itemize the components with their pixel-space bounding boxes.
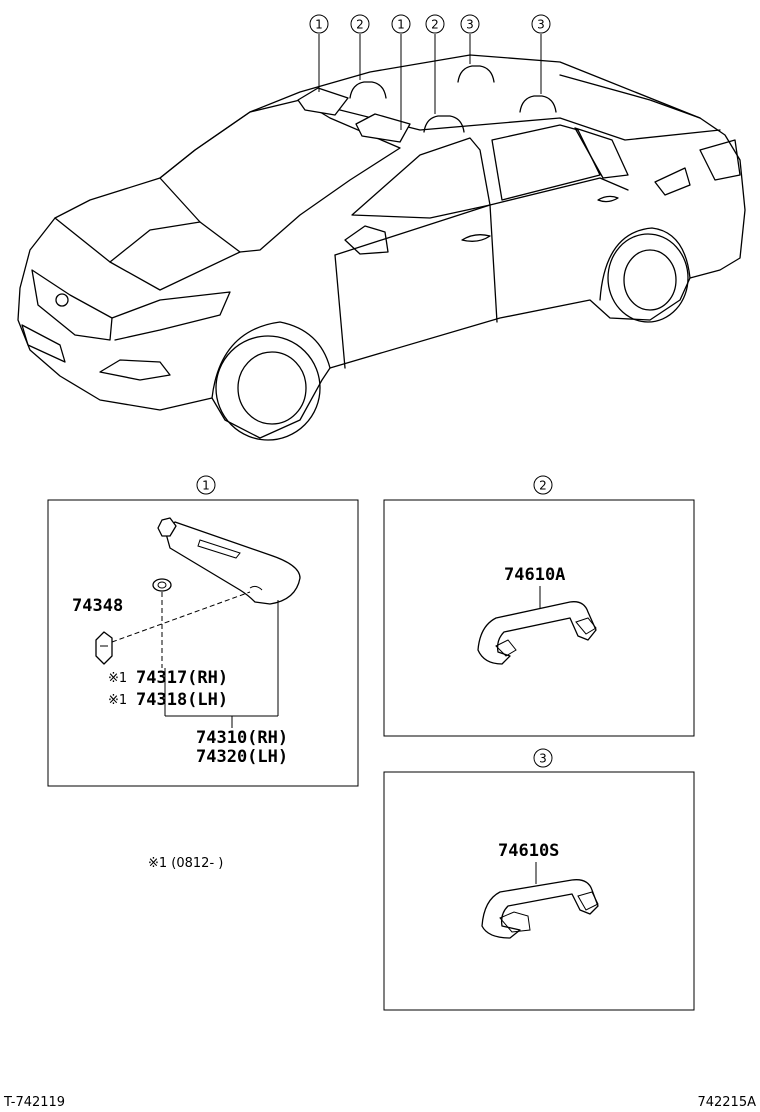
part-number-visor-lh: 74320(LH): [196, 747, 288, 767]
panel-label: 3: [539, 752, 547, 766]
callout-circle: [350, 14, 370, 34]
visor-pivot: [157, 517, 177, 537]
panel-label-circle: [533, 748, 553, 768]
illustration-code-right: 742215A: [697, 1095, 756, 1110]
panel-frame: [47, 499, 359, 787]
sun-visor: [164, 521, 301, 605]
callout-circle: [425, 14, 445, 34]
callout-number: 2: [431, 18, 439, 32]
callout-circle: [531, 14, 551, 34]
illustration-code-left: T-742119: [3, 1095, 65, 1110]
panel-label-circle: [196, 475, 216, 495]
visor-holder: [152, 578, 172, 592]
panel-label-circle: [533, 475, 553, 495]
callout-number: 2: [356, 18, 364, 32]
car-callouts: 1 2 1 2 3 3: [309, 14, 551, 34]
applicability-footnote: ※1 (0812- ): [148, 856, 223, 871]
panel-frame: [383, 771, 695, 1011]
panel-frame: [383, 499, 695, 737]
callout-circle: [309, 14, 329, 34]
part-number-holder-rh: 74317(RH): [136, 668, 228, 688]
part-number-holder-lh: 74318(LH): [136, 690, 228, 710]
part-number-grip-a: 74610A: [504, 565, 565, 585]
panel-label: 2: [539, 479, 547, 493]
visor-clip: [95, 631, 113, 665]
callout-number: 3: [537, 18, 545, 32]
assist-grip: [481, 879, 599, 939]
ref-mark: ※1: [108, 693, 127, 708]
panel-assist-grip-a: 2 74610A: [383, 475, 695, 737]
callout-circle: [460, 14, 480, 34]
callout-number: 3: [466, 18, 474, 32]
panel-label: 1: [202, 479, 210, 493]
ref-mark: ※1: [108, 671, 127, 686]
callout-number: 1: [315, 18, 323, 32]
panel-assist-grip-s: 3 74610S: [383, 748, 695, 1011]
part-number-visor-rh: 74310(RH): [196, 728, 288, 748]
part-number-clip: 74348: [72, 596, 123, 616]
car-illustration: [17, 34, 746, 441]
part-number-grip-s: 74610S: [498, 841, 559, 861]
panel-sun-visor: 1 74348 ※1 74317(RH) ※1 74318(LH) 74310(…: [47, 475, 359, 787]
callout-number: 1: [397, 18, 405, 32]
callout-circle: [391, 14, 411, 34]
assist-grip: [477, 601, 597, 665]
